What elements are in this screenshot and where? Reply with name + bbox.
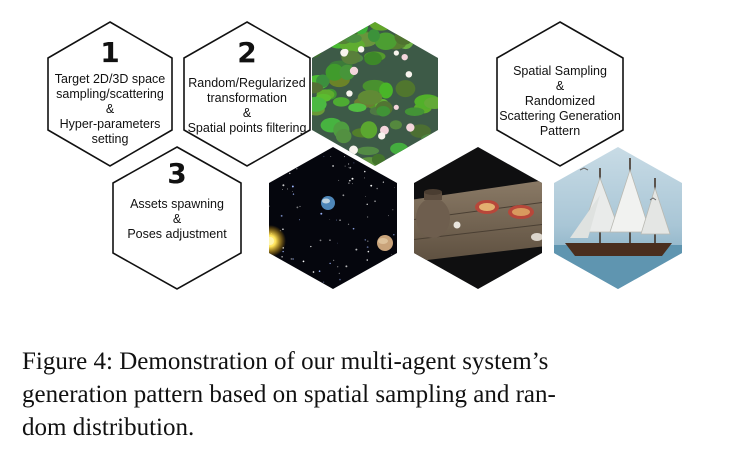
step-1-hexagon: [47, 21, 173, 167]
step-2-line-4: Spatial points filtering: [188, 121, 307, 135]
pattern-line-1: Spatial Sampling: [513, 64, 607, 78]
step-1-line-5: setting: [92, 132, 129, 146]
step-1-line-3: &: [106, 102, 115, 116]
tabletop-objects-image: [414, 147, 542, 289]
water-lilies-image: [312, 22, 438, 166]
figure-hexagon-diagram: 1 2 3 Target 2D/3D space sampling/scatte…: [47, 21, 682, 290]
step-2-line-1: Random/Regularized: [188, 76, 305, 90]
step-3-line-2: &: [173, 212, 182, 226]
step-3-hexagon: [112, 146, 242, 290]
step-2-hexagon: [183, 21, 311, 167]
space-planets-image: [269, 147, 397, 289]
figure-caption: Figure 4: Demonstration of our multi-age…: [22, 345, 734, 444]
pattern-line-2: &: [556, 79, 565, 93]
caption-line-2: generation pattern based on spatial samp…: [22, 381, 556, 408]
caption-line-3: dom distribution.: [22, 414, 195, 441]
step-1-line-4: Hyper-parameters: [60, 117, 161, 131]
step-1-number: 1: [100, 36, 119, 69]
caption-line-1: Figure 4: Demonstration of our multi-age…: [22, 348, 549, 375]
sailing-ship-image: [554, 147, 682, 289]
step-3-line-1: Assets spawning: [130, 197, 224, 211]
step-3-number: 3: [167, 157, 186, 190]
step-2-number: 2: [237, 36, 256, 69]
step-3-line-3: Poses adjustment: [127, 227, 227, 241]
pattern-line-5: Pattern: [540, 124, 580, 138]
pattern-hexagon: [496, 21, 624, 167]
step-1-line-1: Target 2D/3D space: [55, 72, 166, 86]
pattern-line-3: Randomized: [525, 94, 595, 108]
step-1-line-2: sampling/scattering: [56, 87, 164, 101]
pattern-line-4: Scattering Generation: [499, 109, 621, 123]
step-2-line-3: &: [243, 106, 252, 120]
step-2-line-2: transformation: [207, 91, 287, 105]
